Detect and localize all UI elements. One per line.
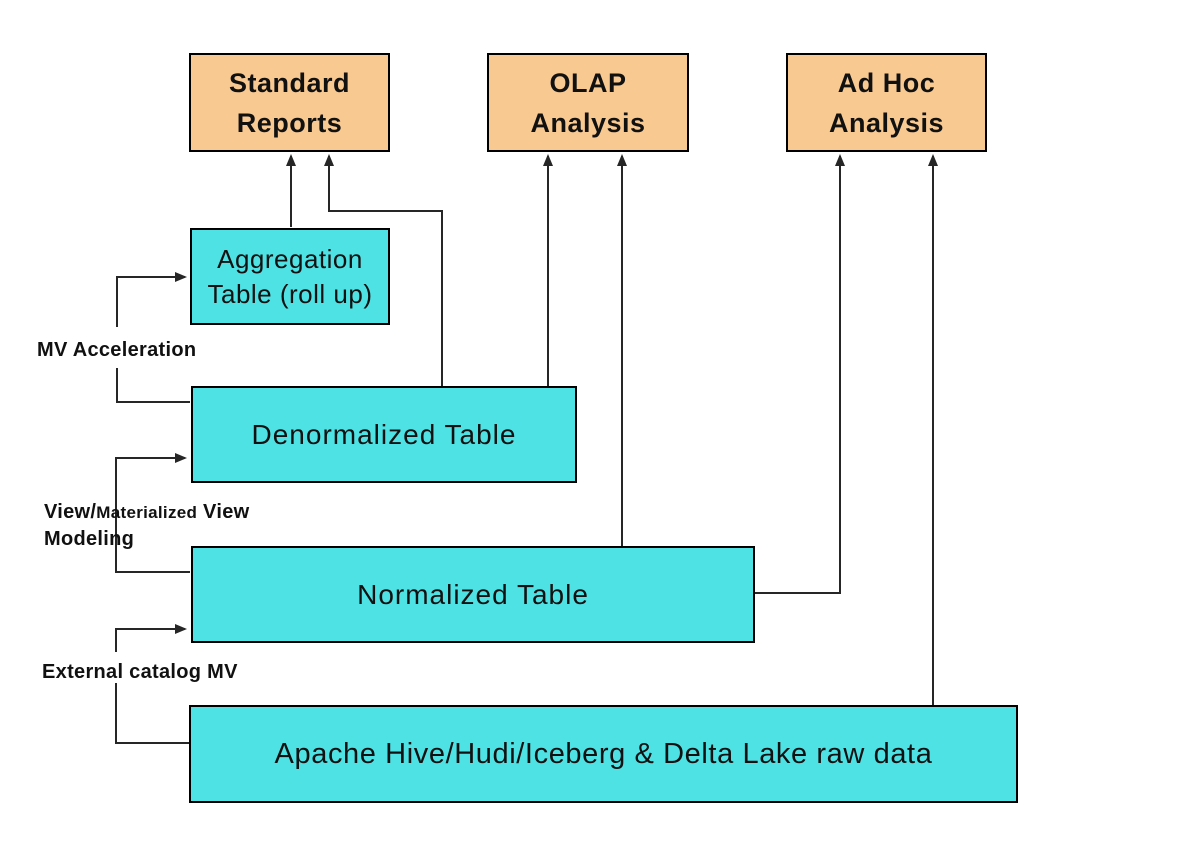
edge-mv-acceleration-arrow [116,272,187,327]
box-adhoc-analysis-line1: Ad Hoc [837,67,936,98]
edge-mv-acceleration-stem [116,368,190,403]
edge-external-catalog-arrow [115,624,187,652]
arrow-normalized-to-adhoc [755,154,845,594]
box-denormalized-table-label: Denormalized Table [251,418,517,450]
box-standard-reports-line2: Reports [236,107,343,138]
box-standard-reports-line1: Standard [228,67,351,98]
box-raw-data-label: Apache Hive/Hudi/Iceberg & Delta Lake ra… [274,737,933,770]
label-view-modeling-line1: View/Materialized View [44,499,249,526]
edge-view-modeling [115,453,190,573]
box-adhoc-analysis: Ad Hoc Analysis [786,53,987,152]
label-view-modeling: View/Materialized View Modeling [44,499,249,553]
label-view-modeling-part1: View/ [44,501,97,523]
box-aggregation-table-line2: Table (roll up) [207,278,373,309]
label-view-modeling-part2: Materialized [96,503,198,522]
box-denormalized-table: Denormalized Table [191,386,577,483]
arrow-denormalized-to-standard-reports [324,154,443,387]
label-external-catalog: External catalog MV [42,661,238,683]
box-normalized-table-label: Normalized Table [357,578,589,610]
label-view-modeling-part3: View [197,501,250,523]
box-normalized-table: Normalized Table [191,546,755,643]
box-olap-analysis: OLAP Analysis [487,53,689,152]
box-adhoc-analysis-line2: Analysis [828,107,945,138]
box-olap-analysis-line2: Analysis [530,107,646,138]
box-olap-analysis-line1: OLAP [549,67,627,98]
box-aggregation-table: Aggregation Table (roll up) [190,228,390,325]
edge-external-catalog-stem [115,683,189,744]
box-aggregation-table-line1: Aggregation [217,243,363,274]
box-standard-reports: Standard Reports [189,53,390,152]
label-mv-acceleration: MV Acceleration [37,339,197,361]
box-raw-data: Apache Hive/Hudi/Iceberg & Delta Lake ra… [189,705,1018,803]
label-view-modeling-line2: Modeling [44,528,135,550]
